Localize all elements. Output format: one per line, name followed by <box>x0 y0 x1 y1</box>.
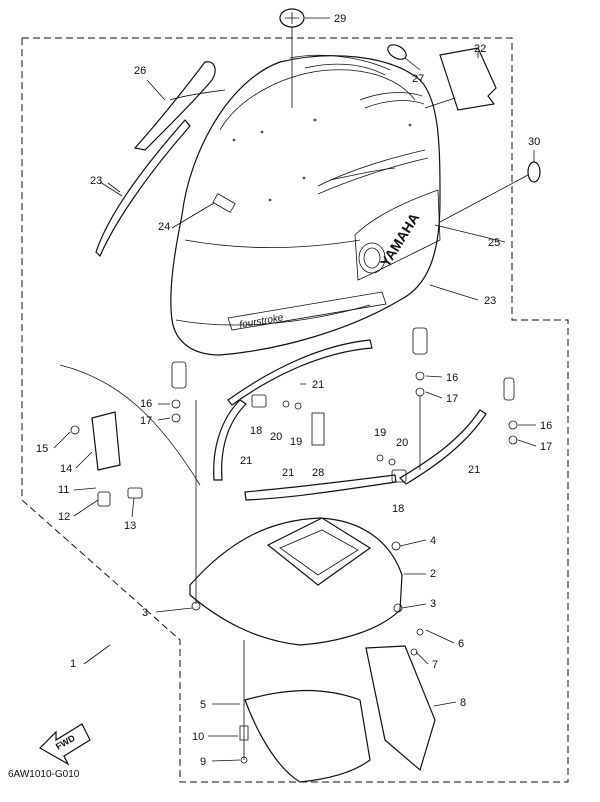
fasteners <box>282 400 396 466</box>
decal-sheet-22 <box>424 47 497 111</box>
callout-28: 28 <box>312 467 324 479</box>
cap-30 <box>439 150 541 223</box>
callout-16-right: 16 <box>446 372 458 384</box>
lower-covers <box>239 628 436 783</box>
callout-21-right: 21 <box>468 464 480 476</box>
callout-30: 30 <box>528 136 540 148</box>
callout-6: 6 <box>458 638 464 650</box>
callout-13: 13 <box>124 520 136 532</box>
callout-18-left: 18 <box>250 425 262 437</box>
lock-lever-assembly <box>59 364 201 507</box>
callout-23-right: 23 <box>484 295 496 307</box>
callout-8: 8 <box>460 697 466 709</box>
side-strip-23-left <box>95 119 191 258</box>
callout-10: 10 <box>192 731 204 743</box>
callout-20-right: 20 <box>396 437 408 449</box>
callout-16-left: 16 <box>140 398 152 410</box>
callout-19-left: 19 <box>290 436 302 448</box>
callout-26: 26 <box>134 65 146 77</box>
top-cowling: YAMAHA fourstroke <box>170 54 441 356</box>
callout-19-right: 19 <box>374 427 386 439</box>
decal-strip-26 <box>133 61 226 151</box>
callout-leaders <box>53 182 537 762</box>
callout-20-left: 20 <box>270 431 282 443</box>
callout-11: 11 <box>58 484 69 496</box>
callout-4: 4 <box>430 535 436 547</box>
bottom-cowling <box>189 517 403 646</box>
diagram-code: 6AW1010-G010 <box>8 769 80 780</box>
callout-23-left: 23 <box>90 175 102 187</box>
callout-numbers: 29 26 27 22 30 23 24 25 23 16 17 21 16 1… <box>36 13 552 768</box>
callout-9: 9 <box>200 756 206 768</box>
callout-3-left: 3 <box>142 607 148 619</box>
callout-18-right: 18 <box>392 503 404 515</box>
callout-24: 24 <box>158 221 170 233</box>
callout-5: 5 <box>200 699 206 711</box>
callout-17-left: 17 <box>140 415 152 427</box>
callout-21-top: 21 <box>312 379 324 391</box>
callout-3-right: 3 <box>430 598 436 610</box>
assembly-boundary <box>21 37 569 783</box>
callout-22: 22 <box>474 43 486 55</box>
hook-assembly-right <box>171 327 518 445</box>
callout-21-left: 21 <box>240 455 252 467</box>
callout-16-far: 16 <box>540 420 552 432</box>
callout-27: 27 <box>412 73 424 85</box>
callout-21-bottom: 21 <box>282 467 294 479</box>
cap-27 <box>387 44 421 71</box>
callout-1: 1 <box>70 658 76 670</box>
bracket-18 <box>251 394 407 483</box>
rubber-seal-21 <box>213 339 487 501</box>
callout-25: 25 <box>488 237 500 249</box>
callout-12: 12 <box>58 511 70 523</box>
callout-15: 15 <box>36 443 48 455</box>
callout-2: 2 <box>430 568 436 580</box>
callout-7: 7 <box>432 659 438 671</box>
callout-17-right: 17 <box>446 393 458 405</box>
fwd-arrow-icon: FWD <box>39 723 91 766</box>
emblem-29 <box>279 8 330 108</box>
callout-29: 29 <box>334 13 346 25</box>
callout-14: 14 <box>60 463 72 475</box>
callout-17-far: 17 <box>540 441 552 453</box>
